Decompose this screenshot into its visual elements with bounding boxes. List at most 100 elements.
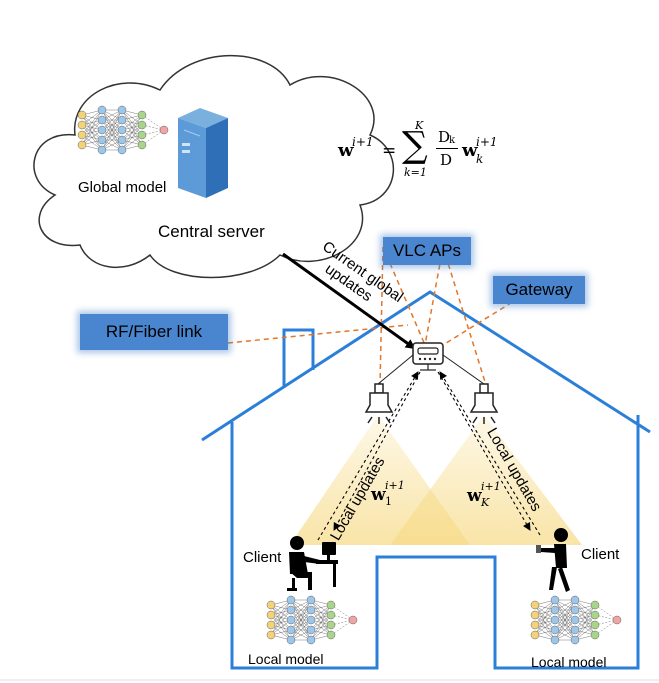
client-right-label: Client	[581, 546, 620, 563]
nn-edge	[574, 604, 596, 641]
nn-node	[550, 595, 560, 605]
nn-node	[77, 120, 87, 130]
w1-label: w i+1 1	[371, 479, 405, 508]
server-icon	[178, 108, 228, 198]
global-model-label: Global model	[78, 179, 167, 196]
nn-edge	[141, 114, 165, 131]
nn-edge	[310, 604, 332, 631]
nn-edge	[101, 119, 123, 151]
nn-edge	[554, 609, 576, 641]
nn-edge	[534, 609, 556, 636]
nn-edge	[290, 609, 312, 641]
nn-edge	[330, 604, 354, 621]
nn-node	[326, 620, 336, 630]
nn-edge	[554, 599, 576, 631]
nn-node	[117, 115, 127, 125]
nn-edge	[310, 604, 332, 641]
nn-node	[266, 610, 276, 620]
nn-edge	[554, 599, 576, 621]
nn-node	[530, 620, 540, 630]
nn-node	[266, 630, 276, 640]
nn-node	[266, 600, 276, 610]
nn-node	[286, 615, 296, 625]
neural-net-icon	[266, 595, 358, 645]
nn-node	[306, 625, 316, 635]
nn-node	[306, 635, 316, 645]
nn-node	[326, 630, 336, 640]
nn-edge	[290, 599, 312, 621]
central-server-label: Central server	[158, 222, 265, 241]
nn-edge	[290, 599, 312, 641]
nn-edge	[270, 599, 292, 636]
local-model-left-label: Local model	[248, 651, 324, 667]
nn-node	[77, 130, 87, 140]
nn-edge	[121, 114, 143, 141]
nn-edge	[121, 124, 143, 151]
nn-node	[348, 615, 358, 625]
fraction-bar	[436, 148, 458, 149]
nn-node	[590, 630, 600, 640]
nn-node	[117, 105, 127, 115]
router-icon	[412, 342, 444, 371]
nn-node	[306, 595, 316, 605]
nn-node	[117, 125, 127, 135]
nn-node	[97, 115, 107, 125]
nn-node	[266, 620, 276, 630]
vlc-aps-label: VLC APs	[383, 237, 471, 265]
nn-node	[590, 610, 600, 620]
nn-edge	[101, 129, 123, 151]
nn-edge	[101, 109, 123, 151]
nn-node	[590, 620, 600, 630]
nn-node	[97, 105, 107, 115]
nn-edge	[290, 599, 312, 631]
nn-node	[570, 595, 580, 605]
nn-node	[530, 600, 540, 610]
local-update-arrows	[317, 371, 541, 541]
gateway-label: Gateway	[493, 276, 585, 304]
local-model-right-label: Local model	[531, 654, 607, 670]
nn-edge	[594, 619, 618, 636]
nn-node	[117, 135, 127, 145]
nn-node	[137, 110, 147, 120]
nn-node	[306, 605, 316, 615]
nn-node	[286, 605, 296, 615]
nn-node	[550, 625, 560, 635]
nn-edge	[534, 599, 556, 626]
nn-node	[77, 110, 87, 120]
nn-node	[530, 610, 540, 620]
nn-node	[77, 140, 87, 150]
house-outline	[201, 290, 651, 670]
nn-node	[286, 635, 296, 645]
nn-node	[97, 135, 107, 145]
global-update-arrow	[282, 252, 416, 350]
nn-edge	[554, 619, 576, 641]
rf-fiber-link-label: RF/Fiber link	[80, 314, 228, 350]
nn-node	[590, 600, 600, 610]
lamp-icon	[469, 383, 499, 424]
nn-node	[137, 130, 147, 140]
nn-edge	[534, 599, 556, 636]
neural-net-icon	[77, 105, 169, 155]
nn-node	[570, 605, 580, 615]
person-phone-icon	[536, 528, 570, 592]
neural-net-icon	[530, 595, 622, 645]
nn-edge	[81, 119, 103, 146]
nn-edge	[81, 109, 103, 136]
nn-node	[159, 125, 169, 135]
nn-node	[286, 625, 296, 635]
nn-node	[117, 145, 127, 155]
nn-edge	[101, 109, 123, 141]
nn-edge	[121, 114, 143, 151]
nn-node	[326, 610, 336, 620]
lamp-icon	[364, 383, 394, 424]
nn-edge	[574, 604, 596, 631]
nn-edge	[290, 619, 312, 641]
wk-label: w i+1 K	[467, 480, 501, 509]
nn-node	[570, 635, 580, 645]
nn-node	[137, 120, 147, 130]
nn-node	[326, 600, 336, 610]
client-left-label: Client	[243, 549, 282, 566]
nn-node	[137, 140, 147, 150]
nn-node	[570, 625, 580, 635]
nn-node	[530, 630, 540, 640]
